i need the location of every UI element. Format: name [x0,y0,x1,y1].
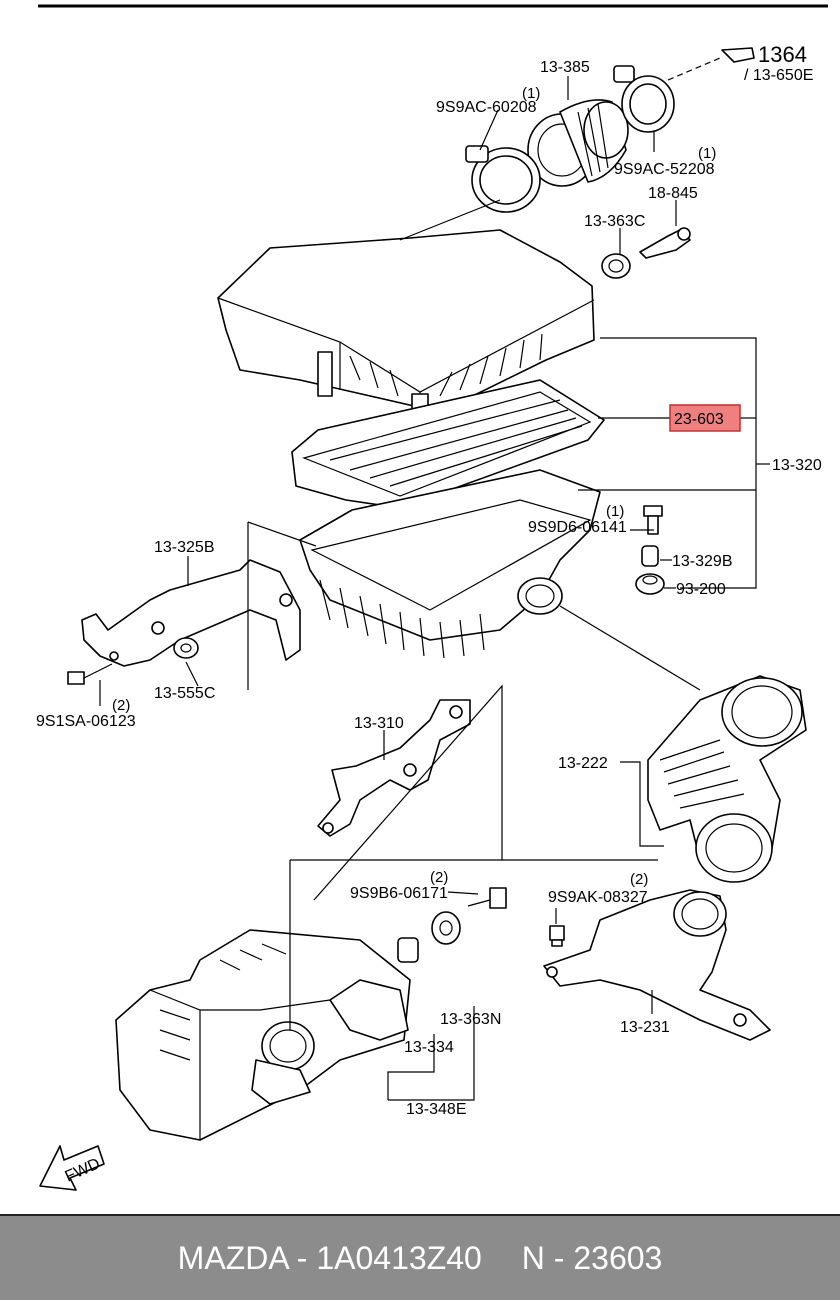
label-9s9b6-06171: 9S9B6-06171 [350,885,448,902]
leader-lines [99,76,770,1101]
qty-9s9ak-08327: (2) [630,871,648,888]
grommet-13-363c [601,253,631,279]
label-9s9ac-52208: 9S9AC-52208 [614,161,715,178]
label-13-329b: 13-329B [672,553,733,570]
clip-9s9ak-08327 [549,925,565,947]
qty-9s9ac-60208: (1) [522,85,540,102]
label-13-385: 13-385 [540,59,590,76]
label-13-325b: 13-325B [154,539,215,556]
qty-9s1sa-06123: (2) [112,697,130,714]
qty-9s9d6-06141: (1) [606,503,624,520]
label-13-363c: 13-363C [584,213,645,230]
label-13-310: 13-310 [354,715,404,732]
resonator-13-231 [543,889,771,1041]
label-9s9ak-08327: 9S9AK-08327 [548,889,648,906]
bracket-13-325b [81,559,301,667]
qty-9s9ac-52208: (1) [698,145,716,162]
air-filter-element-23-603 [291,379,605,509]
label-9s9ac-60208: 9S9AC-60208 [436,99,537,116]
label-13-348e: 13-348E [406,1101,467,1118]
collar-13-329b [641,545,659,567]
cap-13-334 [397,937,419,963]
grommet-93-200 [635,573,665,595]
hose-clamp-left [465,145,541,213]
resonator-box-13-348e [115,929,411,1141]
label-9s1sa-06123: 9S1SA-06123 [36,713,136,730]
exploded-parts-diagram: 1364 / 13-650E 13-385 (1) 9S9AC-60208 (1… [36,4,828,1191]
qty-9s9b6-06171: (2) [430,869,448,886]
footer-part-number: MAZDA - 1A0413Z40 [177,1239,482,1276]
air-duct-hose-13-222 [647,675,807,883]
label-23-603: 23-603 [674,411,724,428]
bolt-9s9b6-06171 [467,887,507,909]
label-13-222: 13-222 [558,755,608,772]
hose-clamp-right [613,65,675,133]
resonator-hose-13-385 [527,99,629,187]
label-93-200: 93-200 [676,581,726,598]
label-18-845: 18-845 [648,185,698,202]
fwd-arrow-icon [39,1145,105,1191]
bracket-13-310 [317,699,471,837]
footer-reference: N - 23603 [521,1239,663,1276]
label-13-555c: 13-555C [154,685,215,702]
label-9s9d6-06141: 9S9D6-06141 [528,519,627,536]
bushing-13-555c [173,637,199,659]
footer-bar: MAZDA - 1A0413Z40 N - 23603 [0,1214,840,1300]
label-1364: 1364 [758,42,807,67]
bolt-9s1sa-06123 [67,663,113,685]
reference-arrow [667,47,755,81]
bolt-9s9d6-06141 [643,505,663,535]
label-13-320: 13-320 [772,457,822,474]
label-13-334: 13-334 [404,1039,454,1056]
label-13-231: 13-231 [620,1019,670,1036]
air-cleaner-lower-case [299,469,601,659]
clip-13-363n [431,911,461,945]
maf-sensor-18-845 [639,227,691,259]
label-13-650e: / 13-650E [744,67,813,84]
label-13-363n: 13-363N [440,1011,501,1028]
highlight-box [669,404,741,432]
